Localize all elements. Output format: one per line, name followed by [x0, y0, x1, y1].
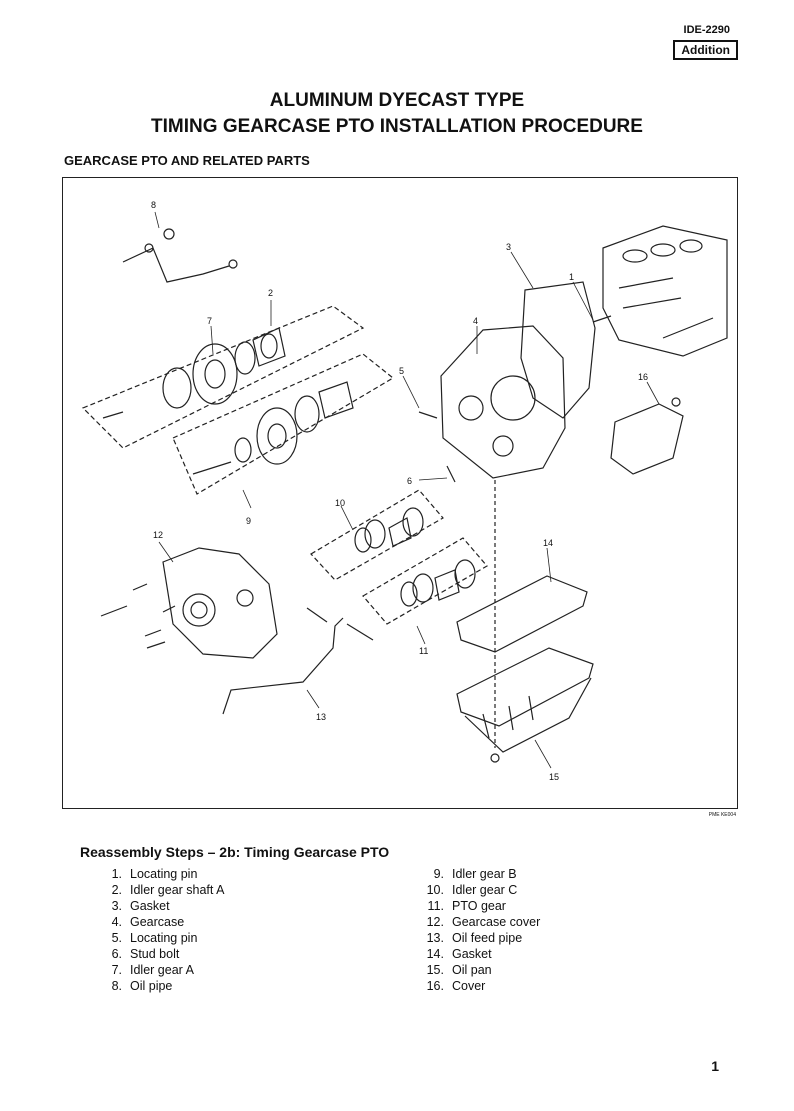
document-code: IDE-2290 — [683, 24, 730, 36]
list-item: 3.Gasket — [111, 899, 170, 913]
list-item: 2.Idler gear shaft A — [111, 883, 225, 897]
gearcase-4-shape — [440, 325, 566, 479]
callout-1: 1 — [569, 272, 574, 282]
engine-block-illustration — [602, 225, 728, 357]
figure-code: PME KE004 — [708, 812, 736, 818]
page-title: ALUMINUM DYECAST TYPE TIMING GEARCASE PT… — [0, 88, 794, 140]
callout-8: 8 — [151, 200, 156, 210]
idler-gear-a-7-shape — [192, 343, 238, 405]
locating-pin-1-shape — [592, 315, 612, 323]
page-number: 1 — [711, 1058, 719, 1074]
list-item: 10.Idler gear C — [426, 883, 518, 897]
cover-16-shape — [610, 403, 684, 475]
idler-gear-b-9-shape — [192, 381, 354, 475]
callout-2: 2 — [268, 288, 273, 298]
list-item: 8.Oil pipe — [111, 979, 173, 993]
list-item: 4.Gearcase — [111, 915, 185, 929]
list-item: 6.Stud bolt — [111, 947, 180, 961]
title-line-1: ALUMINUM DYECAST TYPE — [269, 90, 525, 111]
callout-5: 5 — [399, 366, 404, 376]
section-title: GEARCASE PTO AND RELATED PARTS — [64, 153, 310, 168]
list-item: 1.Locating pin — [111, 867, 198, 881]
list-item: 14.Gasket — [426, 947, 492, 961]
list-item: 5.Locating pin — [111, 931, 198, 945]
idler-gear-c-10-shape — [354, 507, 424, 553]
addition-badge: Addition — [673, 40, 738, 60]
list-item: 15.Oil pan — [426, 963, 492, 977]
steps-list-right: 9.Idler gear B 10.Idler gear C 11.PTO ge… — [418, 866, 541, 994]
callout-7: 7 — [207, 316, 212, 326]
exploded-parts-diagram: 8 2 7 3 1 4 5 6 16 9 10 12 14 11 13 15 — [62, 177, 738, 809]
callout-10: 10 — [335, 498, 345, 508]
diagram-drawing: 8 2 7 3 1 4 5 6 16 9 10 12 14 11 13 15 — [81, 200, 728, 782]
list-item: 11.PTO gear — [427, 899, 506, 913]
pto-gear-11-shape — [400, 559, 476, 607]
callout-13: 13 — [316, 712, 326, 722]
title-line-2: TIMING GEARCASE PTO INSTALLATION PROCEDU… — [151, 116, 643, 137]
list-item: 9.Idler gear B — [433, 867, 517, 881]
list-item: 7.Idler gear A — [111, 963, 194, 977]
callout-3: 3 — [506, 242, 511, 252]
callout-4: 4 — [473, 316, 478, 326]
callout-12: 12 — [153, 530, 163, 540]
list-item: 12.Gearcase cover — [426, 915, 541, 929]
callout-6: 6 — [407, 476, 412, 486]
idler-gear-shaft-a-2-shape — [252, 327, 286, 367]
callout-14: 14 — [543, 538, 553, 548]
list-item: 16.Cover — [426, 979, 486, 993]
callout-16: 16 — [638, 372, 648, 382]
list-item: 13.Oil feed pipe — [426, 931, 523, 945]
callout-11: 11 — [419, 646, 428, 656]
gasket-3-shape — [520, 281, 596, 419]
oil-pan-15-shape — [456, 647, 594, 753]
oil-feed-pipe-13-shape — [222, 617, 344, 715]
callout-9: 9 — [246, 516, 251, 526]
diagram-callout-labels: 8 2 7 3 1 4 5 6 16 9 10 12 14 11 13 15 — [151, 200, 648, 782]
reassembly-steps-title: Reassembly Steps – 2b: Timing Gearcase P… — [80, 844, 390, 860]
callout-15: 15 — [549, 772, 559, 782]
oil-pipe-8-shape — [122, 247, 230, 283]
gearcase-cover-12-shape — [162, 547, 278, 659]
gasket-14-shape — [456, 575, 588, 653]
steps-list-left: 1.Locating pin 2.Idler gear shaft A 3.Ga… — [96, 866, 225, 994]
